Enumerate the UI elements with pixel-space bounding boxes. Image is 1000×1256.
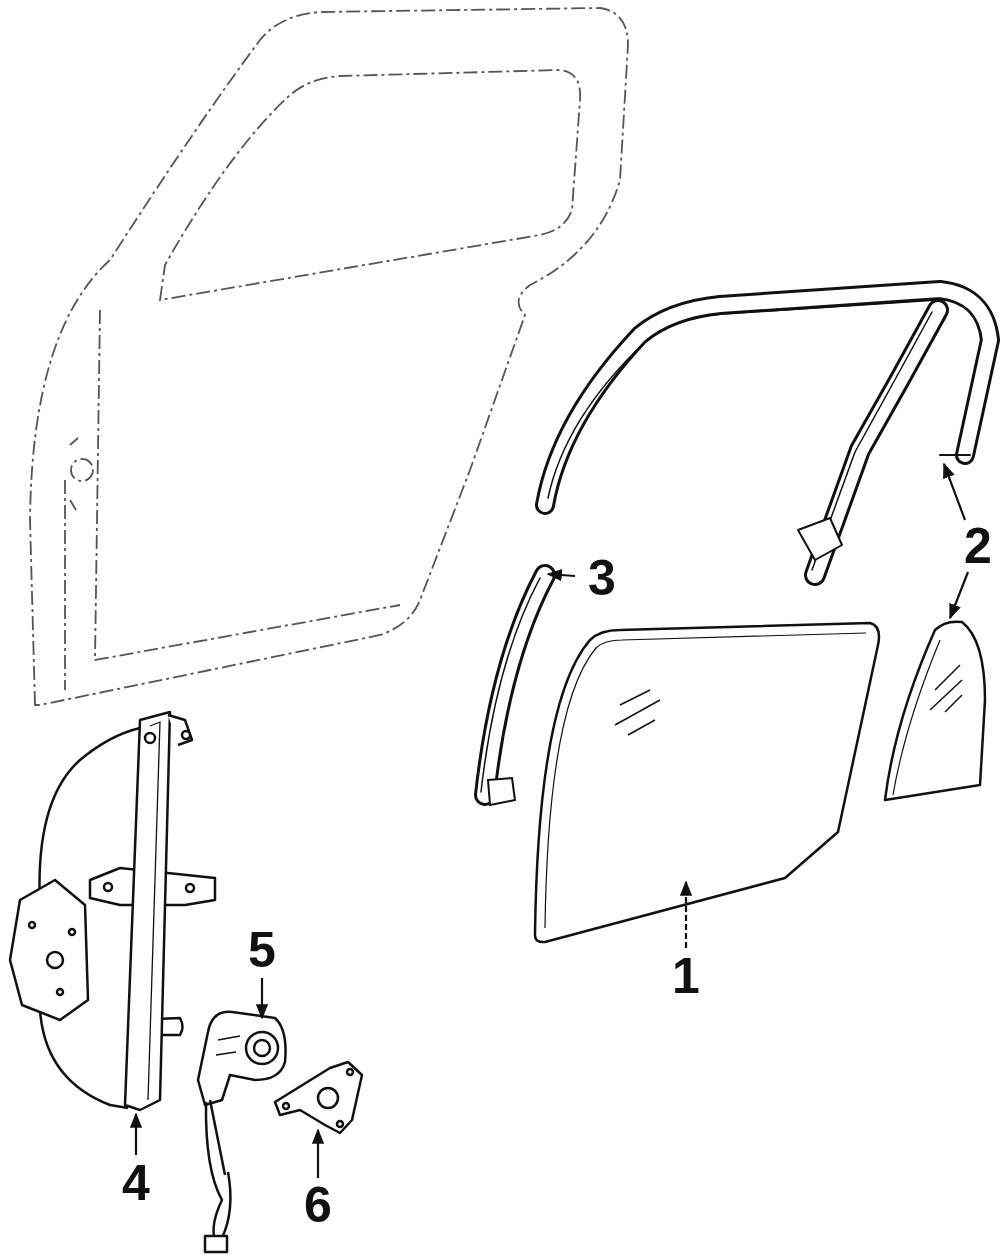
callout-number: 6 [304, 1180, 332, 1230]
front-channel [481, 575, 545, 805]
callout-number: 2 [964, 521, 992, 571]
callout-number: 3 [588, 553, 616, 603]
run-channel [545, 290, 990, 575]
leader-lines [136, 464, 968, 1178]
callout-number: 5 [248, 925, 276, 975]
window-regulator [10, 712, 215, 1110]
window-motor [198, 1012, 286, 1252]
callout-number: 1 [672, 951, 700, 1001]
door-glass [535, 623, 879, 942]
quarter-glass [885, 622, 985, 800]
motor-bracket [275, 1062, 362, 1133]
callout-number: 4 [122, 1158, 150, 1208]
